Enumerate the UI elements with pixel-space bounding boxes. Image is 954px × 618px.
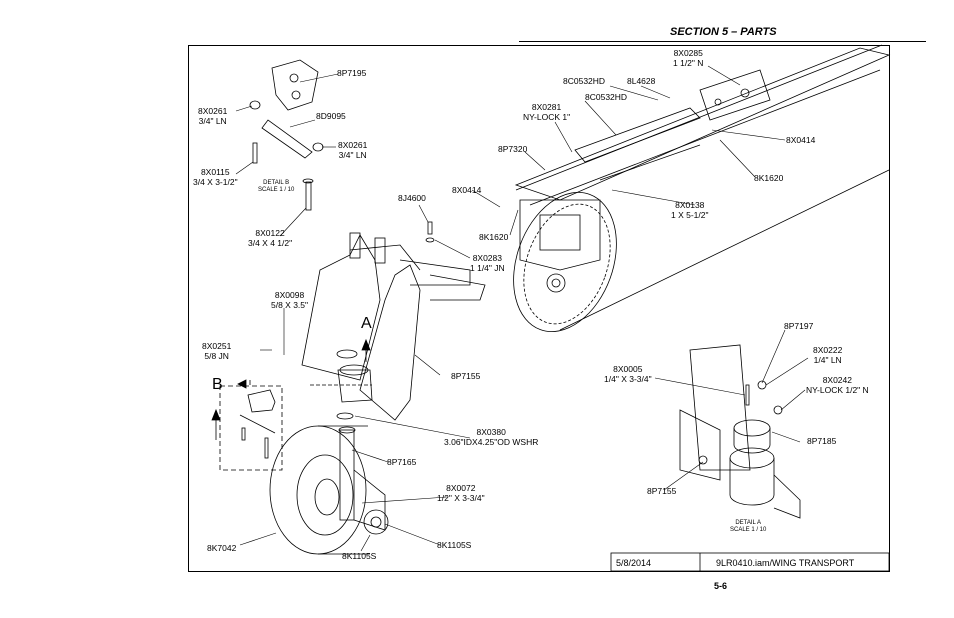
part-desc: 5/8 X 3.5" <box>271 300 309 310</box>
detail-name: DETAIL A <box>735 520 762 526</box>
callout-8j4600: 8J4600 <box>398 193 426 203</box>
part-desc: 1/4" X 3-3/4" <box>604 374 652 384</box>
header-rule <box>519 41 926 42</box>
callout-8p7155-main: 8P7155 <box>451 371 481 381</box>
detail-scale: SCALE 1 / 10 <box>258 187 295 193</box>
part-desc: 5/8 JN <box>204 351 229 361</box>
part-number: 8X0285 <box>673 48 703 58</box>
part-number: 8X0261 <box>198 106 228 116</box>
part-number: 8X0005 <box>613 364 643 374</box>
callout-8k1105s-bottom: 8K1105S <box>342 551 377 561</box>
callout-8k7042: 8K7042 <box>207 543 237 553</box>
part-number: 8X0222 <box>813 345 843 355</box>
wheel-assembly <box>269 412 389 555</box>
section-title: SECTION 5 – PARTS <box>670 26 777 38</box>
callout-8p7320: 8P7320 <box>498 144 528 154</box>
callout-8k1105s-right: 8K1105S <box>437 540 472 550</box>
callout-8p7185: 8P7185 <box>807 436 837 446</box>
callout-8x0414-right: 8X0414 <box>786 135 816 145</box>
section-arrow-a <box>361 338 371 362</box>
part-desc: 3/4" LN <box>338 150 367 160</box>
callout-8c0532hd-top: 8C0532HD <box>563 76 606 86</box>
detail-marker-a: A <box>361 315 372 332</box>
detail-scale: SCALE 1 / 10 <box>730 527 767 533</box>
part-desc: 1 X 5-1/2" <box>671 210 709 220</box>
callout-8c0532hd-mid: 8C0532HD <box>585 92 628 102</box>
part-number: 8X0261 <box>338 140 368 150</box>
leader-lines <box>235 65 809 552</box>
part-desc: NY-LOCK 1" <box>523 112 571 122</box>
part-number: 8X0138 <box>675 200 705 210</box>
title-block <box>610 552 890 572</box>
part-number: 8X0115 <box>200 167 230 177</box>
part-desc: 3.06"IDX4.25"OD WSHR <box>444 437 539 447</box>
drawing-frame <box>188 45 890 572</box>
detail-name: DETAIL B <box>263 180 290 186</box>
part-desc: 3/4 X 3-1/2" <box>193 177 238 187</box>
transport-arm <box>301 232 486 421</box>
part-desc: 3/4 X 4 1/2" <box>248 238 293 248</box>
frame-tubes <box>514 47 891 271</box>
part-desc: NY-LOCK 1/2" N <box>806 385 869 395</box>
part-desc: 3/4" LN <box>198 116 227 126</box>
detail-b-parts <box>249 59 435 243</box>
part-number: 8X0283 <box>472 253 502 263</box>
part-number: 8X0251 <box>202 341 232 351</box>
callout-8d9095: 8D9095 <box>316 111 346 121</box>
detail-a-parts <box>679 344 801 519</box>
callout-8k1620-right: 8K1620 <box>754 173 784 183</box>
title-block-date: 5/8/2014 <box>616 558 652 568</box>
part-number: 8X0122 <box>255 228 285 238</box>
part-desc: 1 1/4" JN <box>470 263 505 273</box>
callout-8p7195: 8P7195 <box>337 68 367 78</box>
part-desc: 1/2" X 3-3/4" <box>437 493 485 503</box>
title-block-file: 9LR0410.iam/WING TRANSPORT <box>716 558 855 568</box>
callout-8x0414-left: 8X0414 <box>452 185 482 195</box>
callout-8p7155-detail: 8P7155 <box>647 486 677 496</box>
part-number: 8X0072 <box>446 483 476 493</box>
detail-b-mini <box>211 379 276 459</box>
part-number: 8X0098 <box>274 290 305 300</box>
part-desc: 1 1/2" N <box>673 58 704 68</box>
detail-b-inset <box>219 385 283 471</box>
part-number: 8X0281 <box>531 102 562 112</box>
callout-8p7165: 8P7165 <box>387 457 417 467</box>
part-number: 8X0242 <box>822 375 852 385</box>
callout-8p7197: 8P7197 <box>784 321 814 331</box>
callout-8k1620-left: 8K1620 <box>479 232 509 242</box>
part-desc: 1/4" LN <box>813 355 842 365</box>
callout-8l4628: 8L4628 <box>627 76 656 86</box>
part-number: 8X0380 <box>476 427 506 437</box>
page-number: 5-6 <box>714 581 728 591</box>
detail-marker-b: B <box>212 376 223 393</box>
